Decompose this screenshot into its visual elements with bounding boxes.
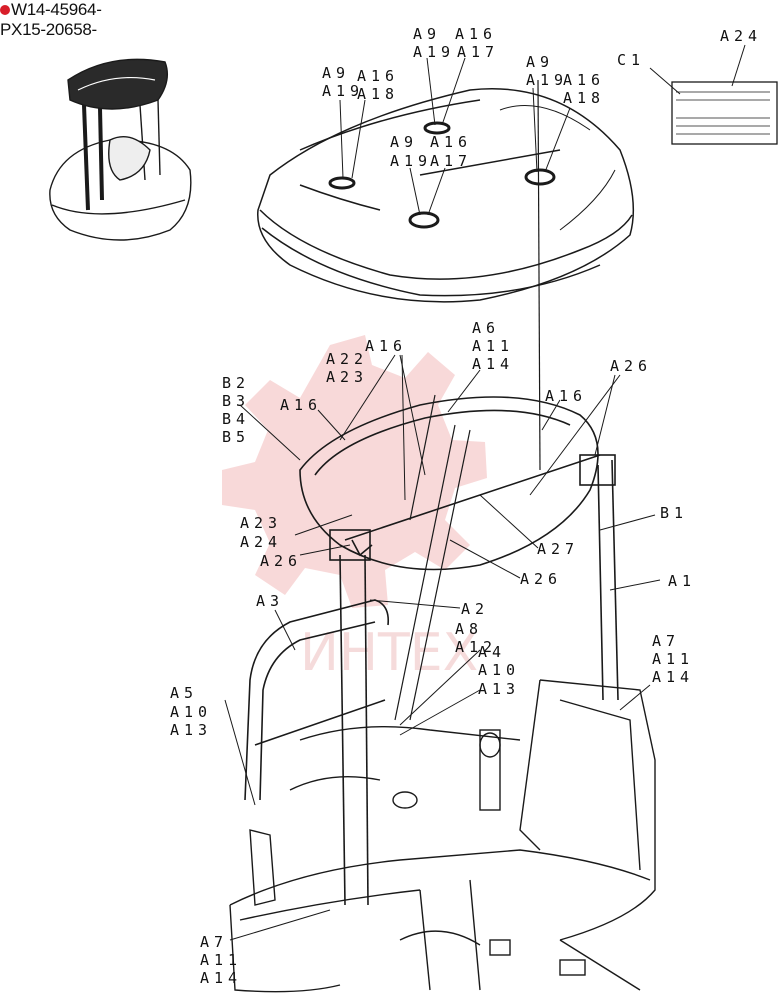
callout-a16-right: A16 [545,387,588,405]
callout-a24-top: A24 [720,27,763,45]
callout-a26-left: A26 [260,552,303,570]
serial-number-2: PX15-20658- [0,20,97,39]
callout-a16-mid: A16 [365,337,408,355]
callout-b1: B1 [660,504,689,522]
callout-c1: C1 [617,51,646,69]
roof-canopy [257,88,635,303]
upper-structure [229,679,656,993]
callout-a16-left: A16 [280,396,323,414]
serial-text-1: W14-45964- [11,0,102,19]
callout-a26-top: A26 [610,357,653,375]
callout-a26-bottom: A26 [520,570,563,588]
leader-lines [224,44,746,941]
inset-machine-thumbnail [49,58,192,241]
watermark-text: ИНТЕХ [300,623,478,683]
handrail [244,599,390,801]
red-dot-icon [0,5,10,15]
callout-a1: A1 [668,572,697,590]
callout-a2: A2 [461,600,490,618]
serial-number-1: W14-45964- [0,0,102,20]
label-plate [671,81,778,145]
rops-frame [299,79,619,906]
callout-a3: A3 [256,592,285,610]
watermark-gear-logo [222,335,487,608]
callout-a27: A27 [537,540,580,558]
